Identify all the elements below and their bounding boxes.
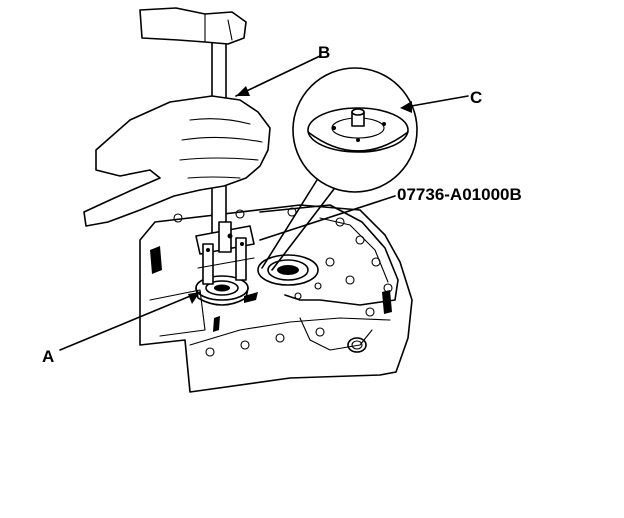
- leader-b: [235, 55, 321, 97]
- bearing-assembly-a: [195, 275, 249, 306]
- callout-tool-number: 07736-A01000B: [397, 185, 522, 204]
- callout-c: C: [470, 88, 482, 107]
- arrowheads: [188, 86, 412, 304]
- magnifier-line-1: [261, 171, 323, 269]
- detail-c-attachment: [292, 67, 418, 193]
- lower-hand: [83, 95, 271, 227]
- transmission-housing: [139, 204, 413, 393]
- upper-hand: [139, 7, 247, 45]
- arrow-b: [236, 86, 250, 96]
- leader-tool-number: [259, 195, 396, 241]
- callout-a: A: [42, 347, 54, 366]
- arrow-c: [400, 101, 412, 113]
- leader-a: [59, 291, 201, 351]
- magnifier-line-2: [271, 175, 345, 271]
- callout-b: B: [318, 43, 330, 62]
- arrow-a: [188, 292, 200, 304]
